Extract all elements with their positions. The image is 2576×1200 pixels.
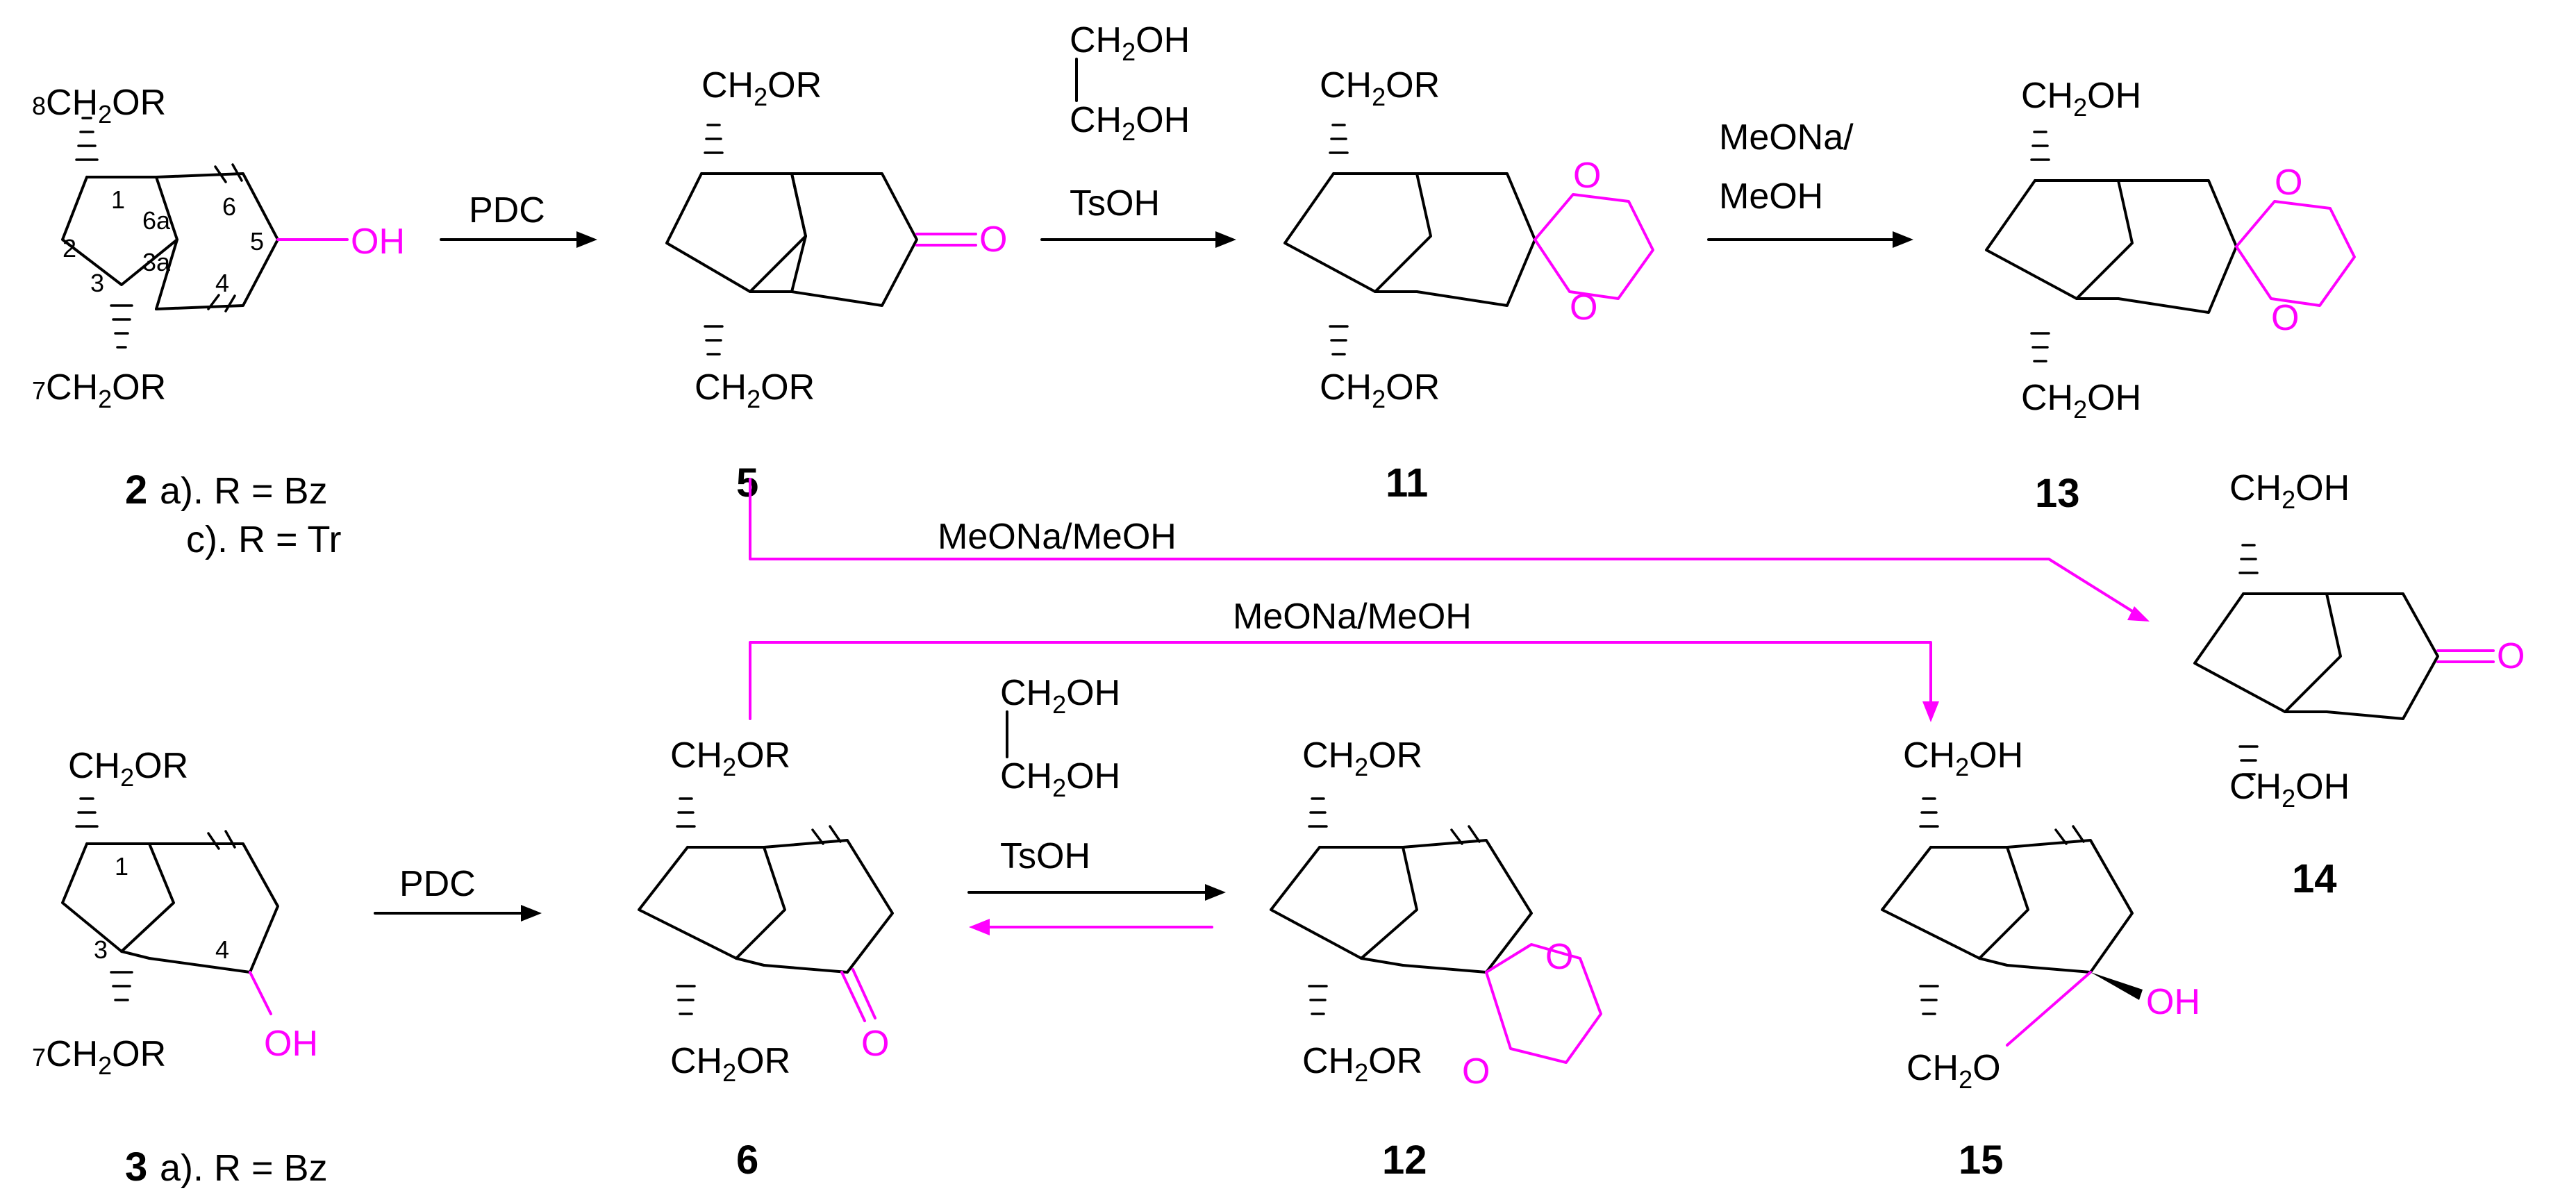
hydroxyl-label: OH xyxy=(264,1024,318,1064)
acetal-o-label: O xyxy=(2275,162,2302,203)
reagent-tsoh: TsOH xyxy=(1070,183,1160,224)
pos-7: 7 xyxy=(32,1043,46,1072)
acetal-o-label: O xyxy=(1545,937,1573,977)
ch2oh-label: CH2OH xyxy=(2229,767,2350,812)
compound-label-3: 3 xyxy=(125,1144,147,1190)
pos-1: 1 xyxy=(111,185,125,214)
pos-6a: 6a xyxy=(142,206,171,235)
compound-label-15: 15 xyxy=(1959,1138,2004,1183)
ch2or-label: CH2OR xyxy=(701,65,822,111)
ch2or-label: CH2OR xyxy=(46,367,166,413)
reagent-tsoh: TsOH xyxy=(1000,836,1090,876)
arrow-3-to-6: PDC xyxy=(374,864,542,922)
ketone-o-label: O xyxy=(2497,636,2525,676)
compound-label-14: 14 xyxy=(2292,856,2337,901)
acetal-o-label: O xyxy=(2271,298,2299,338)
ch2or-label: CH2OR xyxy=(695,367,815,413)
pos-3: 3 xyxy=(90,269,104,297)
compound-6: CH2OR CH2OR O 6 xyxy=(638,735,894,1183)
ch2or-label: CH2OR xyxy=(46,83,166,128)
compound-label-6: 6 xyxy=(736,1138,758,1183)
pos-2: 2 xyxy=(63,234,76,262)
ch2or-label: CH2OR xyxy=(46,1034,166,1080)
reagent-ch2oh: CH2OH xyxy=(1070,100,1190,146)
reagent-ch2oh: CH2OH xyxy=(1000,756,1120,802)
arrow-11-to-13: MeONa/ MeOH xyxy=(1707,117,1913,248)
reagent-meona: MeONa/ xyxy=(1719,117,1854,158)
acetal-o-label: O xyxy=(1573,156,1601,196)
pos-7: 7 xyxy=(32,376,46,405)
svg-text:7CH2OR: 7CH2OR xyxy=(32,1034,166,1080)
ch2o-label: CH2O xyxy=(1906,1048,2001,1094)
compound-2: 8CH2OR 7CH2OR 1 6a 2 3a 3 6 5 4 OH 2 a).… xyxy=(32,83,405,560)
arrow-6-12-equilibrium: CH2OH CH2OH TsOH xyxy=(967,673,1226,935)
reagent-meoh: MeOH xyxy=(1719,176,1823,217)
pos-4: 4 xyxy=(215,935,229,964)
hydroxyl-label: OH xyxy=(2146,982,2200,1022)
compound-15: CH2OH CH2O OH 15 xyxy=(1881,735,2200,1183)
ketone-o-label: O xyxy=(861,1024,889,1064)
reagent-ch2oh: CH2OH xyxy=(1070,20,1190,66)
reagent-ch2oh: CH2OH xyxy=(1000,673,1120,719)
arrow-2-to-5: PDC xyxy=(440,190,597,248)
hydroxyl-label: OH xyxy=(351,222,405,262)
compound-label-2: 2 xyxy=(125,467,147,512)
pos-8: 8 xyxy=(32,92,46,120)
compound-label-12: 12 xyxy=(1382,1138,1427,1183)
ch2or-label: CH2OR xyxy=(1302,1041,1422,1087)
ketone-o-label: O xyxy=(979,219,1007,260)
compound-11: CH2OR CH2OR O O 11 xyxy=(1283,65,1654,506)
compound-label-11: 11 xyxy=(1386,460,1428,506)
reagent-pdc: PDC xyxy=(399,864,476,904)
ch2or-label: CH2OR xyxy=(1320,65,1440,111)
ch2oh-label: CH2OH xyxy=(2021,76,2141,122)
ch2oh-label: CH2OH xyxy=(2229,468,2350,514)
svg-text:8CH2OR: 8CH2OR xyxy=(32,83,166,128)
pos-6: 6 xyxy=(222,192,236,221)
compound-3-note-a: a). R = Bz xyxy=(160,1147,328,1189)
svg-text:7CH2OR: 7CH2OR xyxy=(32,367,166,413)
ch2or-label: CH2OR xyxy=(1302,735,1422,781)
compound-2-note-c: c). R = Tr xyxy=(186,519,342,560)
pos-5: 5 xyxy=(250,227,264,256)
acetal-o-label: O xyxy=(1462,1051,1490,1092)
compound-14: CH2OH CH2OH O 14 xyxy=(2193,468,2525,901)
ch2or-label: CH2OR xyxy=(68,746,188,792)
arrow-5-to-14: MeONa/MeOH xyxy=(749,478,2150,622)
reagent-meona-meoh: MeONa/MeOH xyxy=(938,517,1177,557)
acetal-o-label: O xyxy=(1570,288,1597,328)
ch2oh-label: CH2OH xyxy=(1903,735,2023,781)
pos-4: 4 xyxy=(215,269,229,297)
arrow-6-to-15: MeONa/MeOH xyxy=(749,597,1939,722)
reagent-meona-meoh: MeONa/MeOH xyxy=(1233,597,1472,637)
pos-1: 1 xyxy=(115,852,128,881)
compound-label-13: 13 xyxy=(2035,471,2080,516)
compound-13: CH2OH CH2OH O O 13 xyxy=(1985,76,2356,516)
reagent-pdc: PDC xyxy=(469,190,545,231)
ch2or-label: CH2OR xyxy=(1320,367,1440,413)
ch2oh-label: CH2OH xyxy=(2021,378,2141,424)
ch2or-label: CH2OR xyxy=(670,735,790,781)
ch2or-label: CH2OR xyxy=(670,1041,790,1087)
compound-3: CH2OR 7CH2OR 1 3 4 OH 3 a). R = Bz xyxy=(32,746,328,1190)
arrow-5-to-11: CH2OH CH2OH TsOH xyxy=(1040,20,1236,248)
compound-label-5: 5 xyxy=(736,460,758,506)
compound-2-note-a: a). R = Bz xyxy=(160,470,328,512)
pos-3: 3 xyxy=(94,935,108,964)
pos-3a: 3a xyxy=(142,248,171,276)
compound-12: CH2OR CH2OR O O 12 xyxy=(1270,735,1602,1183)
compound-5: CH2OR CH2OR O 5 xyxy=(665,65,1007,506)
